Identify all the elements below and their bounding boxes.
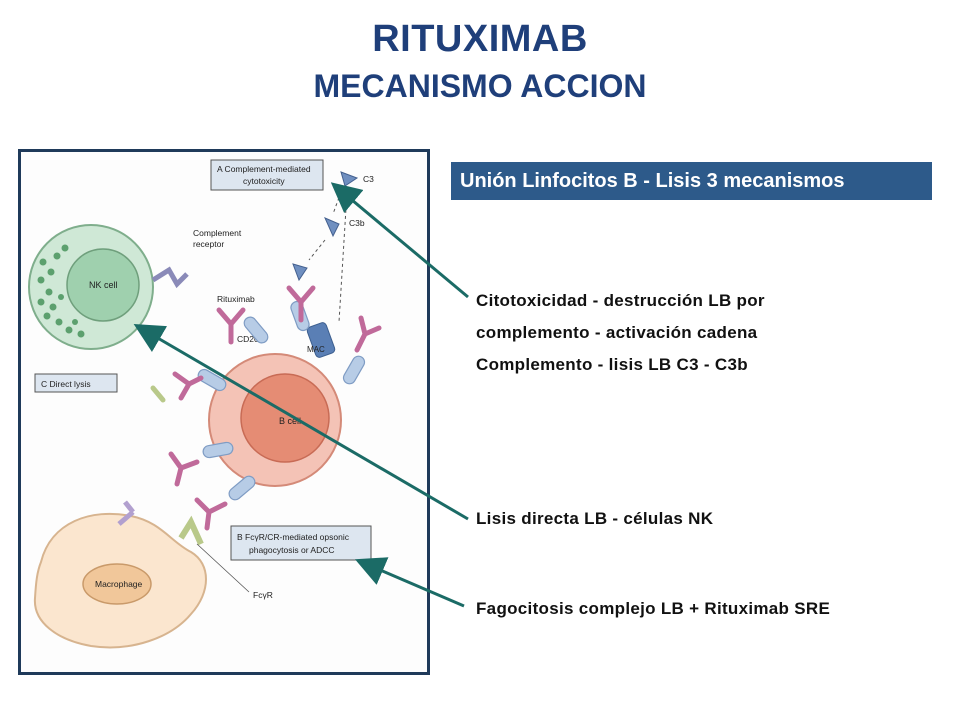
macrophage-cell: Macrophage [33, 512, 207, 649]
c3b-bound-triangle [292, 263, 308, 282]
arrow-to-nk-cell [133, 323, 469, 521]
fcgr-label: FcγR [253, 590, 273, 600]
mechanism-figure: NK cell A Complement-mediated cytotoxici… [18, 149, 430, 675]
b-cell-label: B cell [279, 416, 301, 426]
box-complement-cytotoxicity: A Complement-mediated cytotoxicity [210, 159, 324, 191]
mechanism-nk-text: Lisis directa LB - células NK [476, 509, 714, 528]
rituximab-label: Rituximab [217, 294, 255, 304]
mac-label: MAC [307, 345, 325, 354]
box-direct-lysis: C Direct lysis [34, 373, 118, 393]
fcgr-receptor [117, 500, 135, 526]
complement-receptor-label: Complement [193, 228, 242, 238]
svg-text:A Complement-mediated: A Complement-mediated [217, 164, 311, 174]
svg-text:cytotoxicity: cytotoxicity [243, 176, 285, 186]
mechanisms-header: Unión Linfocitos B - Lisis 3 mecanismos [451, 162, 932, 200]
arrow-to-complement-box [330, 182, 469, 299]
svg-text:C Direct lysis: C Direct lysis [41, 379, 91, 389]
svg-text:B FcγR/CR-mediated opsonic: B FcγR/CR-mediated opsonic [237, 532, 350, 542]
rituximab-antibodies [150, 285, 382, 531]
c3b-label: C3b [349, 218, 365, 228]
nk-cell: NK cell [28, 224, 154, 350]
mechanism-complement-text: Citotoxicidad - destrucción LB por compl… [476, 291, 765, 374]
slide-title: RITUXIMAB [372, 18, 588, 60]
cd20-molecules [197, 300, 366, 501]
box-opsonic-phagocytosis: B FcγR/CR-mediated opsonic phagocytosis … [230, 525, 372, 561]
slide-subtitle: MECANISMO ACCION [313, 68, 647, 104]
macrophage-label: Macrophage [95, 579, 143, 589]
complement-receptor [151, 266, 189, 289]
c3b-triangle [324, 217, 340, 238]
c3-label: C3 [363, 174, 374, 184]
mechanism-diagram: NK cell A Complement-mediated cytotoxici… [28, 159, 382, 649]
mechanism-phagocytosis-text: Fagocitosis complejo LB + Rituximab SRE [476, 599, 831, 618]
svg-text:receptor: receptor [193, 239, 224, 249]
svg-text:phagocytosis or ADCC: phagocytosis or ADCC [249, 545, 335, 555]
arrow-to-phagocytosis-box [354, 557, 465, 608]
cd20-label: CD20 [237, 334, 259, 344]
mac-complex [306, 322, 336, 358]
nk-cell-label: NK cell [89, 280, 118, 290]
